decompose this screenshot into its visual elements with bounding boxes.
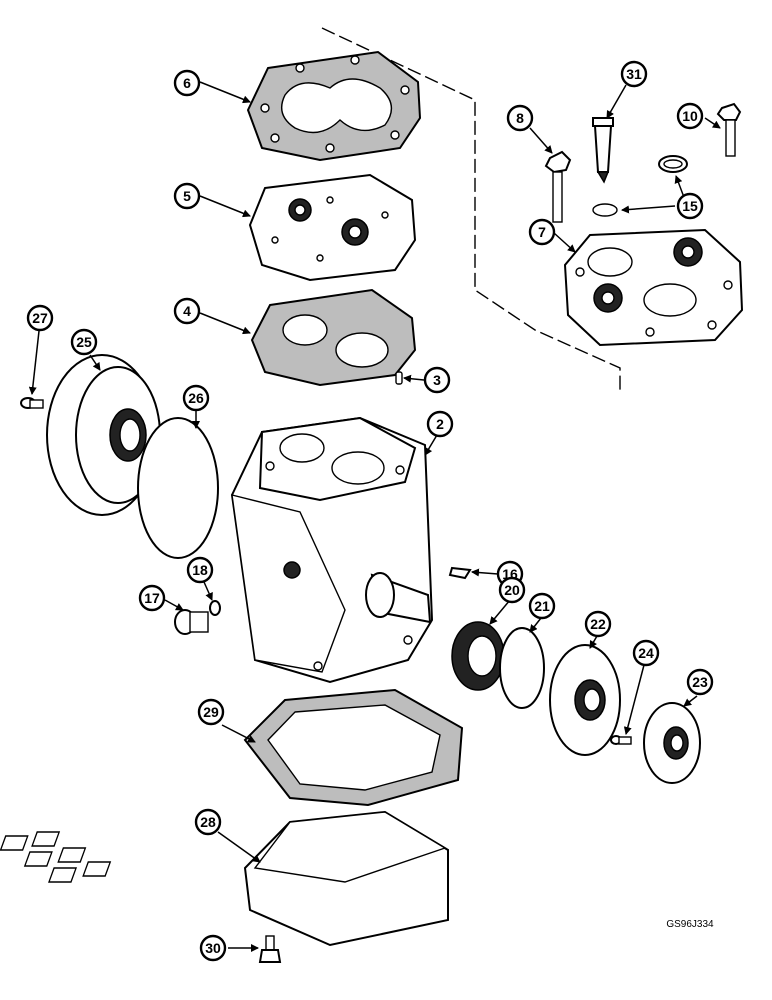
callout-23-label: 23 — [692, 674, 708, 690]
callout-26: 26 — [182, 384, 210, 412]
callout-8: 8 — [506, 104, 534, 132]
callout-2: 2 — [426, 410, 454, 438]
callout-2-label: 2 — [436, 416, 444, 432]
part-8-bolt — [544, 150, 572, 223]
part-17-drain-plug — [174, 609, 209, 635]
part-7-cylinder-head — [563, 228, 744, 347]
part-4-valve-gasket — [250, 288, 417, 387]
leader-lines — [28, 81, 721, 952]
part-21-o-ring — [499, 627, 545, 709]
part-24-screw — [610, 735, 632, 745]
callout-20: 20 — [498, 576, 526, 604]
callout-10: 10 — [676, 102, 704, 130]
part-5-valve-plate — [248, 173, 417, 282]
part-18-o-ring — [209, 600, 221, 616]
part-23-dust-cover — [643, 702, 701, 784]
part-2-compressor-body — [230, 416, 434, 684]
callout-3: 3 — [423, 366, 451, 394]
callout-17: 17 — [138, 584, 166, 612]
callout-5: 5 — [173, 182, 201, 210]
callout-6-label: 6 — [183, 75, 191, 91]
part-3-dowel-pin — [395, 371, 403, 385]
callout-29-label: 29 — [203, 704, 219, 720]
part-31-service-valve — [592, 117, 614, 184]
callout-24: 24 — [632, 639, 660, 667]
part-6-head-gasket — [246, 50, 422, 162]
callout-30-label: 30 — [205, 940, 221, 956]
assembly-line — [321, 27, 621, 390]
callout-21: 21 — [528, 592, 556, 620]
part-20-shaft-seal — [451, 621, 505, 691]
callout-5-label: 5 — [183, 188, 191, 204]
part-27-screw — [20, 397, 44, 409]
callout-8-label: 8 — [516, 110, 524, 126]
callout-7: 7 — [528, 218, 556, 246]
callout-24-label: 24 — [638, 645, 654, 661]
part-10-bolt — [716, 102, 742, 157]
callout-31-label: 31 — [626, 66, 642, 82]
callout-15: 15 — [676, 192, 704, 220]
callout-22: 22 — [584, 610, 612, 638]
callout-18-label: 18 — [192, 562, 208, 578]
callout-10-label: 10 — [682, 108, 698, 124]
callout-31: 31 — [620, 60, 648, 88]
part-29-bottom-gasket — [243, 688, 464, 807]
part-30-bolt — [258, 935, 282, 963]
callout-28-label: 28 — [200, 814, 216, 830]
part-26-o-ring — [137, 417, 219, 559]
callout-15-label: 15 — [682, 198, 698, 214]
callout-28: 28 — [194, 808, 222, 836]
callout-18: 18 — [186, 556, 214, 584]
callout-30: 30 — [199, 934, 227, 962]
callout-27-label: 27 — [32, 310, 48, 326]
part-15-o-rings — [592, 155, 688, 217]
callout-25: 25 — [70, 328, 98, 356]
callout-20-label: 20 — [504, 582, 520, 598]
callout-21-label: 21 — [534, 598, 550, 614]
callout-25-label: 25 — [76, 334, 92, 350]
callout-3-label: 3 — [433, 372, 441, 388]
callout-4-label: 4 — [183, 303, 191, 319]
callout-17-label: 17 — [144, 590, 160, 606]
callout-26-label: 26 — [188, 390, 204, 406]
part-28-oil-pan — [0, 810, 449, 947]
callout-23: 23 — [686, 668, 714, 696]
callout-4: 4 — [173, 297, 201, 325]
part-16-key — [448, 566, 472, 580]
callout-6: 6 — [173, 69, 201, 97]
callout-27: 27 — [26, 304, 54, 332]
callout-29: 29 — [197, 698, 225, 726]
callout-7-label: 7 — [538, 224, 546, 240]
callout-22-label: 22 — [590, 616, 606, 632]
part-25-front-housing — [46, 354, 161, 516]
figure-code: GS96J334 — [666, 919, 714, 930]
part-22-seal-plate — [549, 644, 621, 756]
